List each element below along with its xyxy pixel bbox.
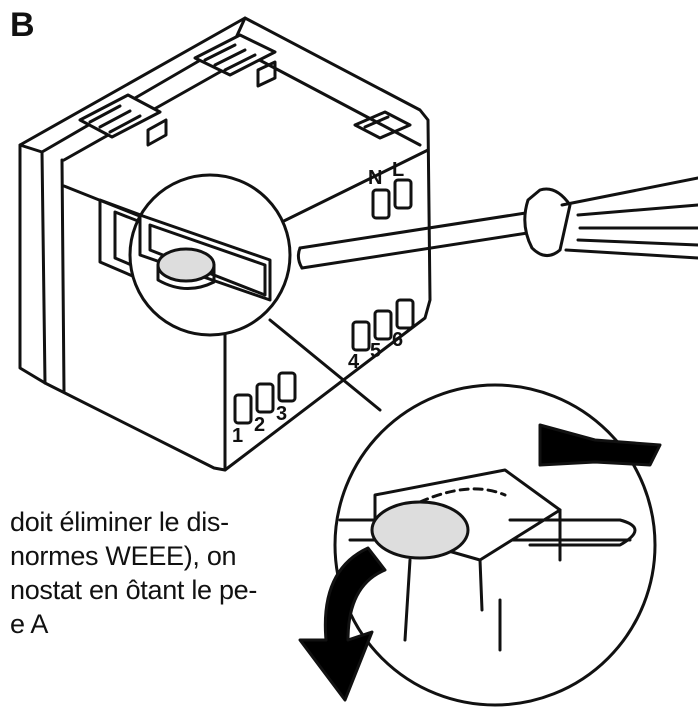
terminal-slots-top bbox=[371, 178, 413, 220]
zoom-circle-slot bbox=[128, 173, 292, 337]
figure-label: B bbox=[10, 6, 35, 44]
screwdriver bbox=[296, 176, 698, 270]
terminal-label-2: 2 bbox=[254, 414, 265, 436]
terminal-label-l: L bbox=[392, 159, 404, 181]
terminal-label-3: 3 bbox=[276, 403, 287, 425]
terminal-label-5: 5 bbox=[370, 340, 381, 362]
terminal-slots-left bbox=[233, 371, 297, 425]
caption-line-4: e A bbox=[10, 609, 49, 639]
arrow-pull bbox=[538, 423, 662, 467]
terminal-label-4: 4 bbox=[348, 351, 360, 373]
caption-text: doit éliminer le dis- normes WEEE), on n… bbox=[0, 505, 330, 641]
terminal-label-6: 6 bbox=[392, 329, 403, 351]
caption-line-1: doit éliminer le dis- bbox=[10, 507, 229, 537]
zoom-circle-battery bbox=[333, 383, 657, 707]
terminal-label-n: N bbox=[368, 167, 382, 189]
zoom-connector-line bbox=[268, 318, 382, 412]
terminal-slots-right bbox=[351, 298, 415, 352]
caption-line-2: normes WEEE), on bbox=[10, 541, 237, 571]
terminal-label-1: 1 bbox=[232, 425, 243, 447]
arrow-rotate bbox=[298, 546, 387, 702]
caption-line-3: nostat en ôtant le pe- bbox=[10, 575, 258, 605]
